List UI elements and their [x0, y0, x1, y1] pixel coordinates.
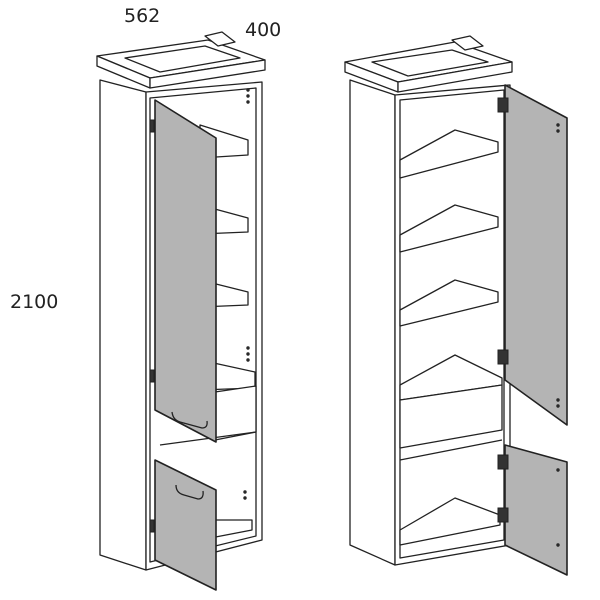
hinge-icons [497, 97, 509, 523]
right-upper-door [504, 84, 568, 426]
left-drawer [214, 385, 257, 441]
left-lower-door [154, 459, 217, 591]
lower-door-handle [175, 484, 204, 500]
right-cabinet [344, 35, 568, 576]
right-side-panel [349, 79, 396, 566]
left-side-panel [99, 79, 147, 571]
right-lower-door [504, 444, 568, 576]
width-dimension: 562 [124, 5, 160, 27]
upper-door-handle [171, 411, 208, 429]
left-cabinet [96, 31, 266, 591]
depth-dimension: 400 [245, 19, 281, 41]
left-upper-door [154, 99, 217, 443]
height-dimension: 2100 [10, 291, 58, 313]
right-drawer [399, 384, 503, 449]
